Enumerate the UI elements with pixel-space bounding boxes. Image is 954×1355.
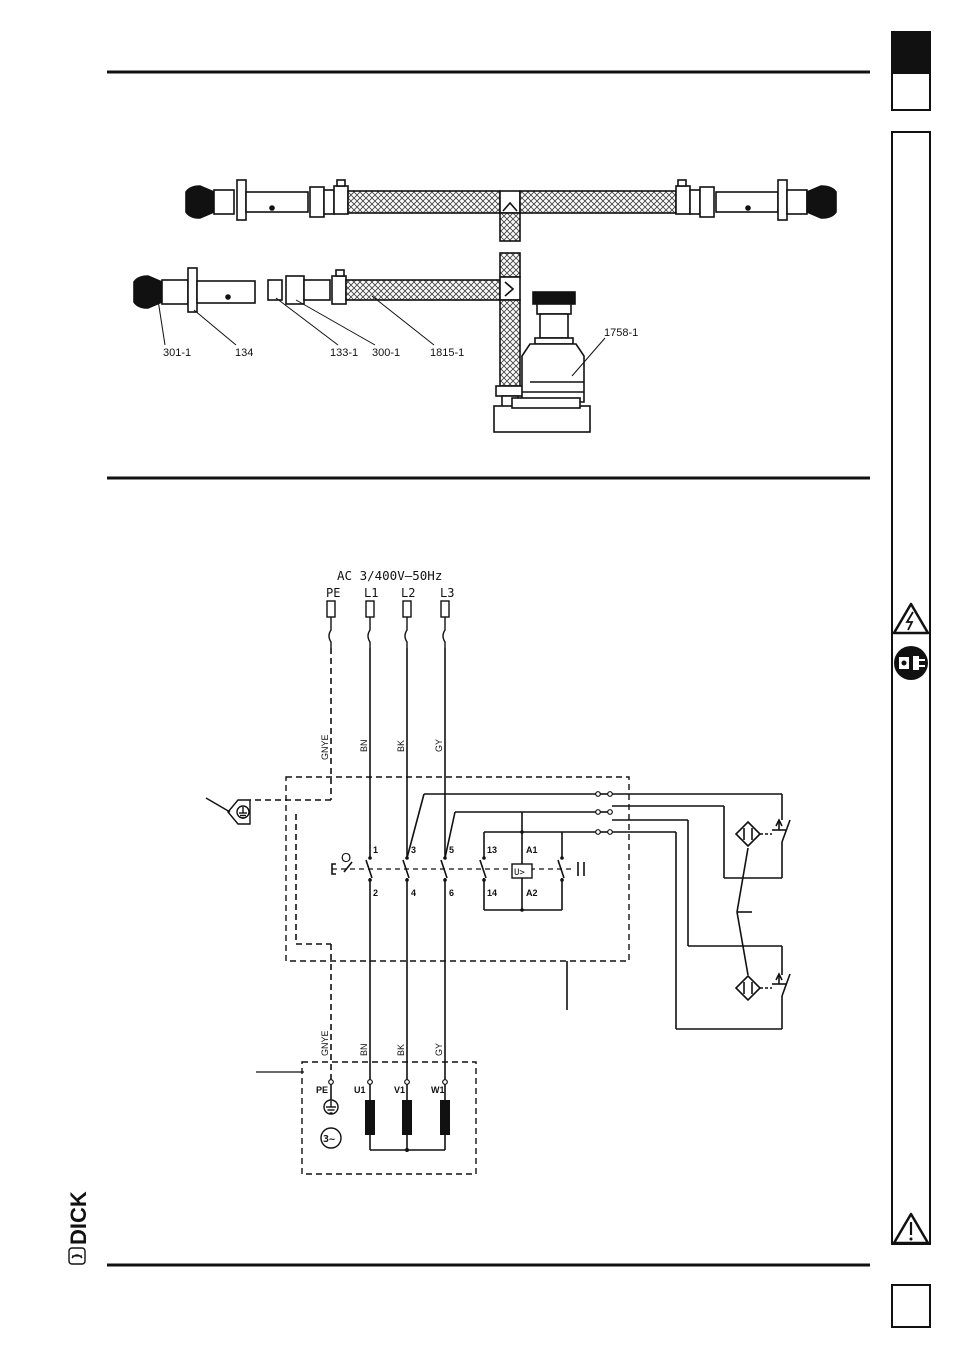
contact-1: 1 xyxy=(373,845,378,855)
motor-earth-icon xyxy=(324,1100,338,1114)
chapter-tab xyxy=(892,32,930,110)
earth-terminal-icon xyxy=(206,798,250,824)
supply-label: AC 3/400V–50Hz xyxy=(337,568,442,583)
part-label-133-1: 133-1 xyxy=(330,347,358,359)
relay-label: U> xyxy=(514,868,525,878)
contact-3: 3 xyxy=(411,845,416,855)
contact-5: 5 xyxy=(449,845,454,855)
contact-13: 13 xyxy=(487,845,497,855)
page-number-box xyxy=(892,1285,930,1327)
wire-color-bk-bottom: BK xyxy=(396,1044,406,1056)
wire-color-bn-top: BN xyxy=(359,739,369,752)
contact-4: 4 xyxy=(411,888,416,898)
contact-14: 14 xyxy=(487,888,497,898)
motor-terminal-u1: U1 xyxy=(354,1085,366,1095)
terminal-l2: L2 xyxy=(401,586,415,600)
switch-off-label: O xyxy=(341,850,351,865)
wire-color-gy-top: GY xyxy=(434,739,444,752)
motor-terminal-v1: V1 xyxy=(394,1085,405,1095)
side-bar-frame xyxy=(892,132,930,1244)
wire-color-gy-bottom: GY xyxy=(434,1043,444,1056)
coil-terminal-a1: A1 xyxy=(526,845,538,855)
coil-terminal-a2: A2 xyxy=(526,888,538,898)
wiring-schematic: AC 3/400V–50Hz PE L1 L2 L3 xyxy=(206,568,790,1174)
wire-color-gnye-bottom: GNYE xyxy=(320,1030,330,1056)
part-label-300-1: 300-1 xyxy=(372,347,400,359)
part-label-134: 134 xyxy=(235,347,253,359)
unplug-mains-icon xyxy=(894,646,928,680)
warning-icon xyxy=(894,1214,928,1243)
contact-2: 2 xyxy=(373,888,378,898)
terminal-l3: L3 xyxy=(440,586,454,600)
brand-name: DICK xyxy=(66,1191,91,1245)
part-label-1815-1: 1815-1 xyxy=(430,347,464,359)
part-label-301-1: 301-1 xyxy=(163,347,191,359)
motor-terminal-pe: PE xyxy=(316,1085,328,1095)
motor-symbol: 3~ xyxy=(323,1134,335,1145)
contact-6: 6 xyxy=(449,888,454,898)
wire-color-bn-bottom: BN xyxy=(359,1043,369,1056)
terminal-l1: L1 xyxy=(364,586,378,600)
motor-terminal-w1: W1 xyxy=(431,1085,445,1095)
brand-logo: DICK xyxy=(66,1191,91,1264)
three-phase-motor-icon: 3~ xyxy=(321,1128,341,1148)
wire-color-bk-top: BK xyxy=(396,740,406,752)
exhaust-assembly-drawing xyxy=(134,180,836,432)
electric-hazard-icon xyxy=(894,604,928,633)
wire-color-gnye-top: GNYE xyxy=(320,734,330,760)
part-label-1758-1: 1758-1 xyxy=(604,327,638,339)
terminal-pe: PE xyxy=(326,586,340,600)
